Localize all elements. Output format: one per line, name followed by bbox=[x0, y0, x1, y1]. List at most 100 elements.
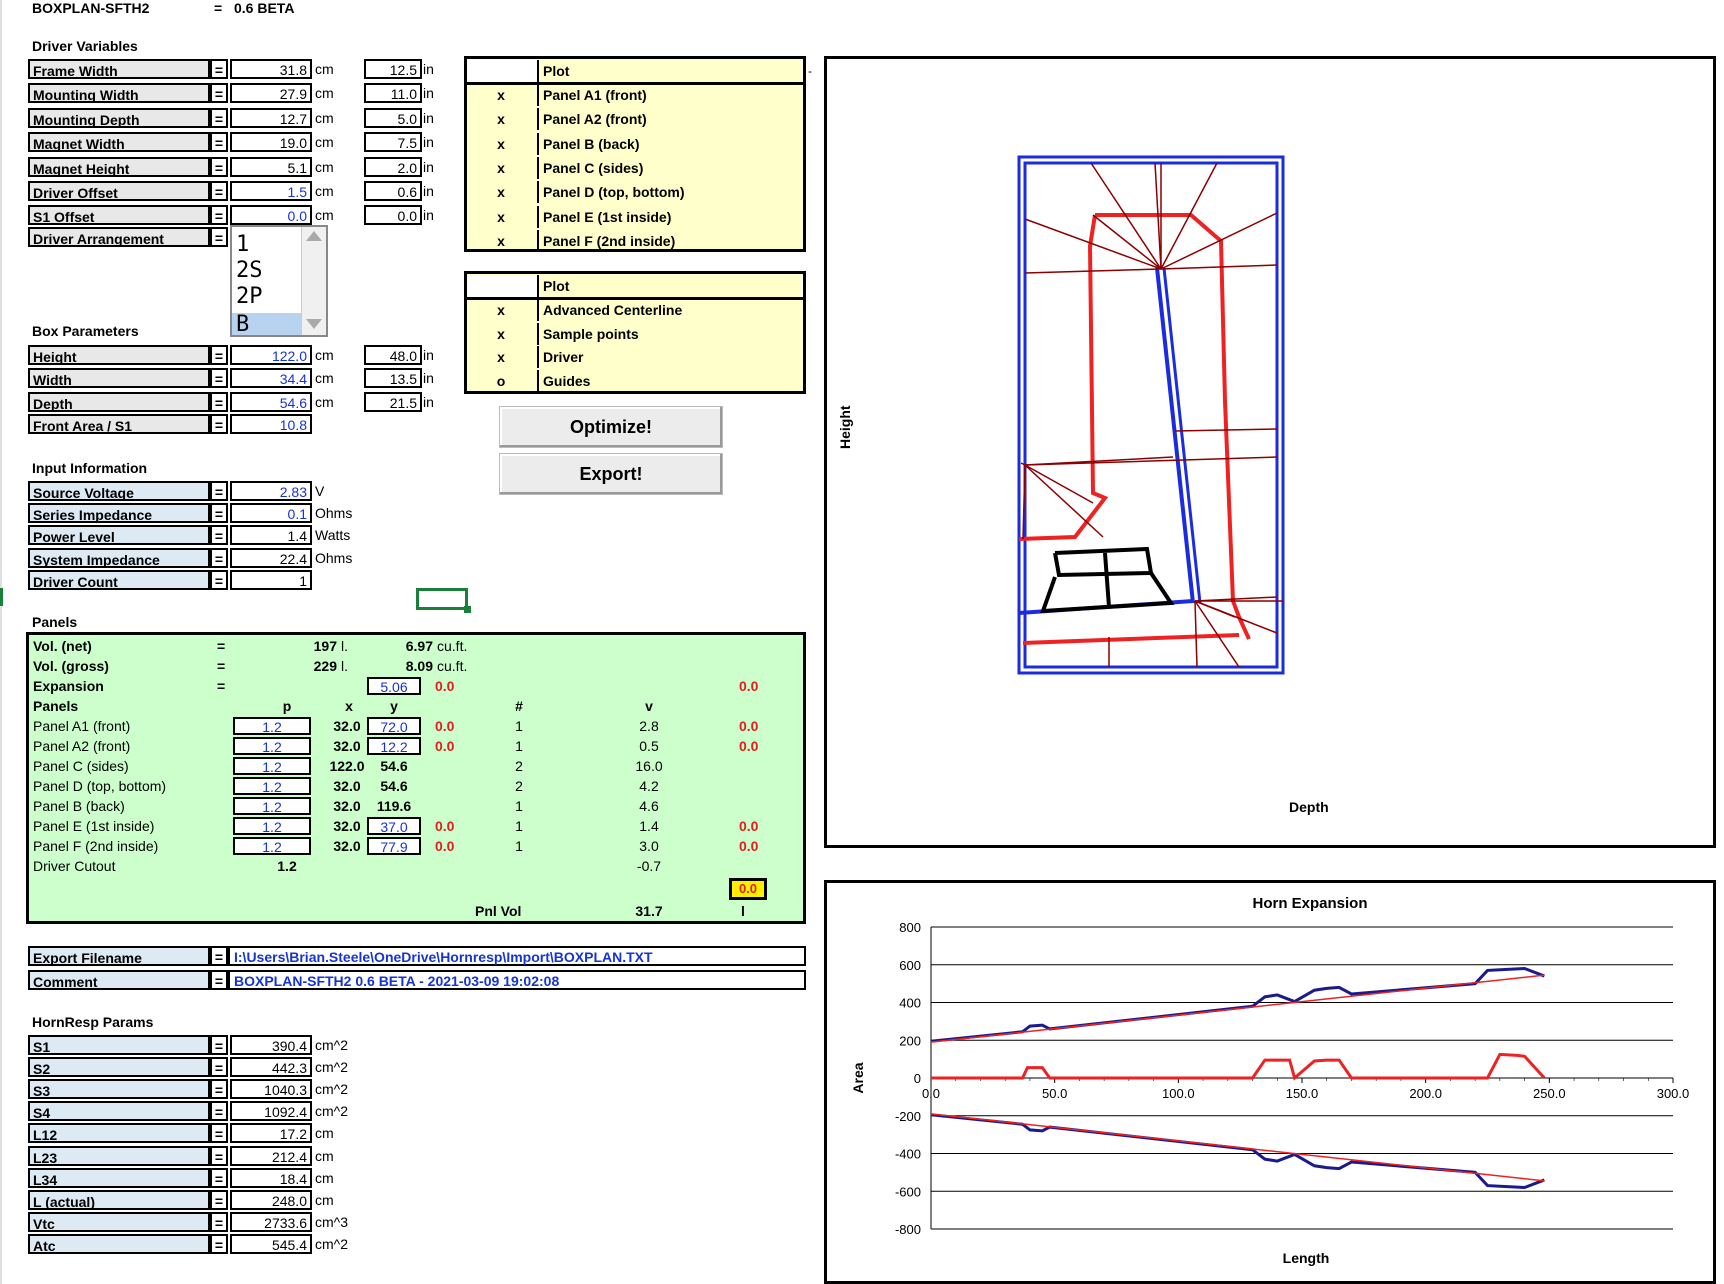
mounting-width-cm-value[interactable]: 27.9 bbox=[230, 83, 312, 104]
driver-arrangement-listbox[interactable]: 1 2S 2P B bbox=[230, 225, 328, 337]
panel-c-sides--p[interactable]: 1.2 bbox=[233, 757, 311, 775]
panel-a2-front--y[interactable]: 12.2 bbox=[367, 737, 421, 755]
panel-e-1st-inside--p[interactable]: 1.2 bbox=[233, 817, 311, 835]
panel-f-2nd-inside--y[interactable]: 77.9 bbox=[367, 837, 421, 855]
plot-toggle-advanced-centerline[interactable]: x bbox=[497, 302, 505, 318]
panel-a2-front--delta: 0.0 bbox=[435, 738, 455, 754]
arrangement-option-b[interactable]: B bbox=[236, 312, 250, 337]
panel-f-2nd-inside--p[interactable]: 1.2 bbox=[233, 837, 311, 855]
hr-vtc-unit: cm^3 bbox=[315, 1213, 349, 1230]
vol-net-eq: = bbox=[217, 638, 226, 654]
hr-l34-eq: = bbox=[210, 1167, 228, 1188]
plot-toggle-panel-a2-front-[interactable]: x bbox=[497, 111, 505, 128]
vol-gross-cuft: 8.09 bbox=[405, 658, 433, 674]
series-impedance-value[interactable]: 0.1 bbox=[230, 503, 312, 524]
mounting-depth-cm-value[interactable]: 12.7 bbox=[230, 107, 312, 128]
vol-net-label: Vol. (net) bbox=[33, 638, 92, 654]
width-label: Width bbox=[28, 368, 210, 389]
plot-toggle-panel-a1-front-[interactable]: x bbox=[497, 87, 505, 103]
panel-f-2nd-inside--name: Panel F (2nd inside) bbox=[33, 838, 159, 854]
panel-b-back--p[interactable]: 1.2 bbox=[233, 797, 311, 815]
hr-s3-eq: = bbox=[210, 1079, 228, 1100]
listbox-scrollbar[interactable] bbox=[301, 227, 326, 335]
input-info-title: Input Information bbox=[32, 460, 148, 476]
plot-toggle-panel-c-sides-[interactable]: x bbox=[497, 159, 505, 176]
depth-cm-value[interactable]: 54.6 bbox=[230, 391, 312, 412]
plot-toggle-guides[interactable]: o bbox=[496, 372, 506, 389]
hr-l12-label: L12 bbox=[28, 1123, 210, 1144]
plot-toggle-driver[interactable]: x bbox=[497, 349, 505, 365]
panel-c-sides--v: 16.0 bbox=[635, 758, 663, 774]
panel-e-1st-inside--y[interactable]: 37.0 bbox=[367, 817, 421, 835]
panel-d-top-bottom--v: 4.2 bbox=[639, 778, 659, 794]
hr-s2-eq: = bbox=[210, 1057, 228, 1078]
panel-e-1st-inside--r: 0.0 bbox=[739, 818, 759, 834]
panel-a2-front--x: 32.0 bbox=[333, 738, 361, 754]
panel-a1-front--p[interactable]: 1.2 bbox=[233, 717, 311, 735]
panel-d-top-bottom--p[interactable]: 1.2 bbox=[233, 777, 311, 795]
y-tick-label: -400 bbox=[895, 1147, 921, 1162]
front-area-value[interactable]: 10.8 bbox=[230, 414, 312, 434]
plot-toggle-panel-b-back-[interactable]: x bbox=[497, 135, 505, 152]
export-filename-value[interactable]: I:\Users\Brian.Steele\OneDrive\Hornresp\… bbox=[228, 946, 806, 966]
width-in-value: 13.5 bbox=[364, 368, 422, 389]
fill-handle[interactable] bbox=[464, 606, 471, 613]
hr-atc-unit: cm^2 bbox=[315, 1235, 349, 1252]
series-impedance-eq: = bbox=[210, 503, 228, 524]
plot-label-sample-points: Sample points bbox=[537, 322, 639, 345]
scroll-up-icon[interactable] bbox=[306, 231, 322, 241]
export-button[interactable]: Export! bbox=[499, 453, 723, 495]
system-impedance-label: System Impedance bbox=[28, 547, 210, 568]
comment-value[interactable]: BOXPLAN-SFTH2 0.6 BETA - 2021-03-09 19:0… bbox=[228, 970, 806, 990]
series-line-3 bbox=[930, 1113, 1545, 1189]
optimize-button[interactable]: Optimize! bbox=[499, 406, 723, 448]
guide-line-top-7 bbox=[1160, 264, 1278, 270]
s1-offset-cm-value[interactable]: 0.0 bbox=[230, 205, 312, 226]
panel-a2-front--name: Panel A2 (front) bbox=[33, 738, 131, 754]
hr-s4-eq: = bbox=[210, 1101, 228, 1122]
source-voltage-value[interactable]: 2.83 bbox=[230, 481, 312, 501]
width-cm-value[interactable]: 34.4 bbox=[230, 368, 312, 389]
selected-cell[interactable] bbox=[416, 588, 468, 610]
frame-width-cm-value[interactable]: 31.8 bbox=[230, 59, 312, 79]
scroll-down-icon[interactable] bbox=[306, 319, 322, 329]
hr-l-actual--unit: cm bbox=[315, 1191, 334, 1208]
plot-toggle-panel-d-top-bottom-[interactable]: x bbox=[497, 184, 505, 201]
height-cm-value[interactable]: 122.0 bbox=[230, 345, 312, 365]
series-line-4 bbox=[930, 1113, 1545, 1182]
panel-a1-front--y[interactable]: 72.0 bbox=[367, 717, 421, 735]
pnl-vol-unit: l bbox=[741, 903, 745, 919]
plot-toggle-panel-e-1st-inside-[interactable]: x bbox=[497, 208, 505, 225]
magnet-height-cm-value[interactable]: 5.1 bbox=[230, 156, 312, 177]
mounting-depth-eq: = bbox=[210, 107, 228, 128]
expansion-value[interactable]: 5.06 bbox=[367, 677, 421, 695]
plot-option-sample-points[interactable]: x Sample points bbox=[467, 322, 803, 345]
hr-s3-unit: cm^2 bbox=[315, 1081, 349, 1098]
driver-arrangement-eq: = bbox=[210, 227, 228, 247]
y-tick-label: 400 bbox=[899, 996, 921, 1011]
driver-count-value: 1 bbox=[230, 569, 312, 590]
vol-gross-value: 229 bbox=[313, 658, 337, 674]
width-eq: = bbox=[210, 368, 228, 389]
frame-width-in-unit: in bbox=[423, 61, 434, 77]
arrangement-option-1[interactable]: 1 bbox=[236, 232, 250, 257]
plot-toggle-sample-points[interactable]: x bbox=[497, 325, 505, 342]
plot-toggle-panel-f-2nd-inside-[interactable]: x bbox=[497, 232, 505, 249]
magnet-width-cm-value[interactable]: 19.0 bbox=[230, 132, 312, 153]
driver-offset-cm-value[interactable]: 1.5 bbox=[230, 181, 312, 201]
panel-a2-front--p[interactable]: 1.2 bbox=[233, 737, 311, 755]
arrangement-option-2p[interactable]: 2P bbox=[236, 284, 263, 309]
arrangement-option-2s[interactable]: 2S bbox=[236, 258, 263, 283]
panel-a1-front--delta: 0.0 bbox=[435, 718, 455, 734]
